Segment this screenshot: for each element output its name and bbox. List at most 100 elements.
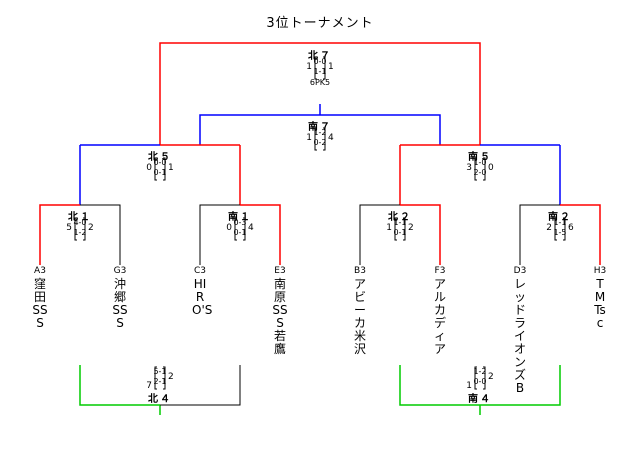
match-minami5: 南５ 3 1-0 2-0 0 [440,148,520,188]
match-label: 南７ [308,122,332,133]
team-2: G3 沖郷SSS [109,266,131,330]
match-label: 北５ [148,152,172,163]
match-kita2: 北２ 1 1-1 0-1 2 [360,208,440,248]
team-name: HIRO'S [192,277,213,317]
team-seed: F3 [434,266,446,276]
right-score: 2 [488,372,494,382]
set1-score: 0-0 [153,158,167,167]
match-kita5: 北５ 0 0-0 0-1 1 [120,148,200,188]
match-minami7: 南７ 1 1-2 0-2 4 [280,118,360,158]
set2-score: 1-1 [313,67,327,76]
team-name: TMTsc [594,277,606,330]
set1-score: 1-0 [473,158,487,167]
right-score: 2 [408,223,414,233]
match-kita4: 7 5-1 2-1 2 北４ [120,366,200,406]
team-seed: A3 [34,266,46,276]
pk-result: 6PK5 [309,78,331,87]
match-minami1: 南１ 0 0-3 0-1 4 [200,208,280,248]
score-bracket-icon [474,157,486,181]
match-label: 南４ [468,394,492,405]
match-label: 北４ [148,394,172,405]
score-bracket-icon [314,127,326,151]
score-bracket-icon [74,217,86,241]
left-score: 5 [66,223,72,233]
right-score: 4 [328,133,334,143]
right-score: 2 [168,372,174,382]
left-score: 0 [226,223,232,233]
right-score: 2 [88,223,94,233]
minami2-left [519,204,560,265]
set2-score: 0-1 [393,228,407,237]
match-kita1: 北１ 5 4-0 1-2 2 [40,208,120,248]
team-name: レッドライオンズB [513,277,526,395]
score-bracket-icon [474,366,486,390]
team-1: A3 窪田SSS [29,266,51,330]
left-score: 1 [466,381,472,391]
final-line-left [159,42,320,145]
team-name: アビーカ米沢 [353,277,366,356]
left-score: 2 [546,223,552,233]
final-line-right [320,42,481,145]
team-name: 南原SSS若鷹 [272,277,288,356]
set1-score: 1-2 [313,128,327,137]
team-seed: G3 [113,266,127,276]
team-4: E3 南原SSS若鷹 [269,266,291,356]
right-score: 0 [488,163,494,173]
match-minami4: 1 1-2 0-0 2 南４ [440,366,520,406]
left-score: 1 [386,223,392,233]
set2-score: 0-0 [473,377,487,386]
set2-score: 0-1 [153,168,167,177]
match-label: 北１ [68,212,92,223]
left-score: 0 [146,163,152,173]
set1-score: 1-1 [553,218,567,227]
minami4-left [399,365,480,406]
left-score: 7 [146,381,152,391]
team-seed: E3 [274,266,286,276]
set2-score: 0-2 [313,138,327,147]
team-seed: H3 [593,266,607,276]
minami4-right [480,365,561,406]
score-bracket-icon [234,217,246,241]
minami2-right [560,204,601,265]
team-seed: B3 [354,266,366,276]
set2-score: 2-1 [153,377,167,386]
left-score: 1 [306,62,312,72]
set1-score: 0-0 [313,57,327,66]
tournament-title: 3位トーナメント [266,16,374,31]
score-bracket-icon [554,217,566,241]
score-bracket-icon [154,157,166,181]
set1-score: 1-2 [473,367,487,376]
set2-score: 1-2 [73,228,87,237]
set2-score: 0-1 [233,228,247,237]
kita2-right [400,204,441,265]
right-score: 4 [248,223,254,233]
match-label: 北７ [308,51,332,62]
left-score: 3 [466,163,472,173]
team-8: H3 TMTsc [589,266,611,330]
score-bracket-icon [394,217,406,241]
left-score: 1 [306,133,312,143]
score-bracket-icon [154,366,166,390]
team-seed: C3 [193,266,206,276]
set1-score: 1-1 [393,218,407,227]
set2-score: 1-5 [553,228,567,237]
match-label: 南５ [468,152,492,163]
kita1-right [80,204,121,265]
set2-score: 2-0 [473,168,487,177]
team-6: F3 アルカディア [429,266,451,356]
team-name: アルカディア [433,277,446,356]
kita4-left [79,365,160,406]
team-5: B3 アビーカ米沢 [349,266,371,356]
right-score: 1 [168,163,174,173]
team-name: 窪田SSS [32,277,48,330]
kita4-right [160,365,241,406]
right-score: 1 [328,62,334,72]
kita1-left [39,204,80,265]
set1-score: 0-3 [233,218,247,227]
score-bracket-icon [314,56,326,80]
set1-score: 4-0 [73,218,87,227]
team-3: C3 HIRO'S [189,266,213,317]
match-kita7: 北７ 1 0-0 1-1 1 6PK5 [280,47,360,87]
team-seed: D3 [513,266,527,276]
